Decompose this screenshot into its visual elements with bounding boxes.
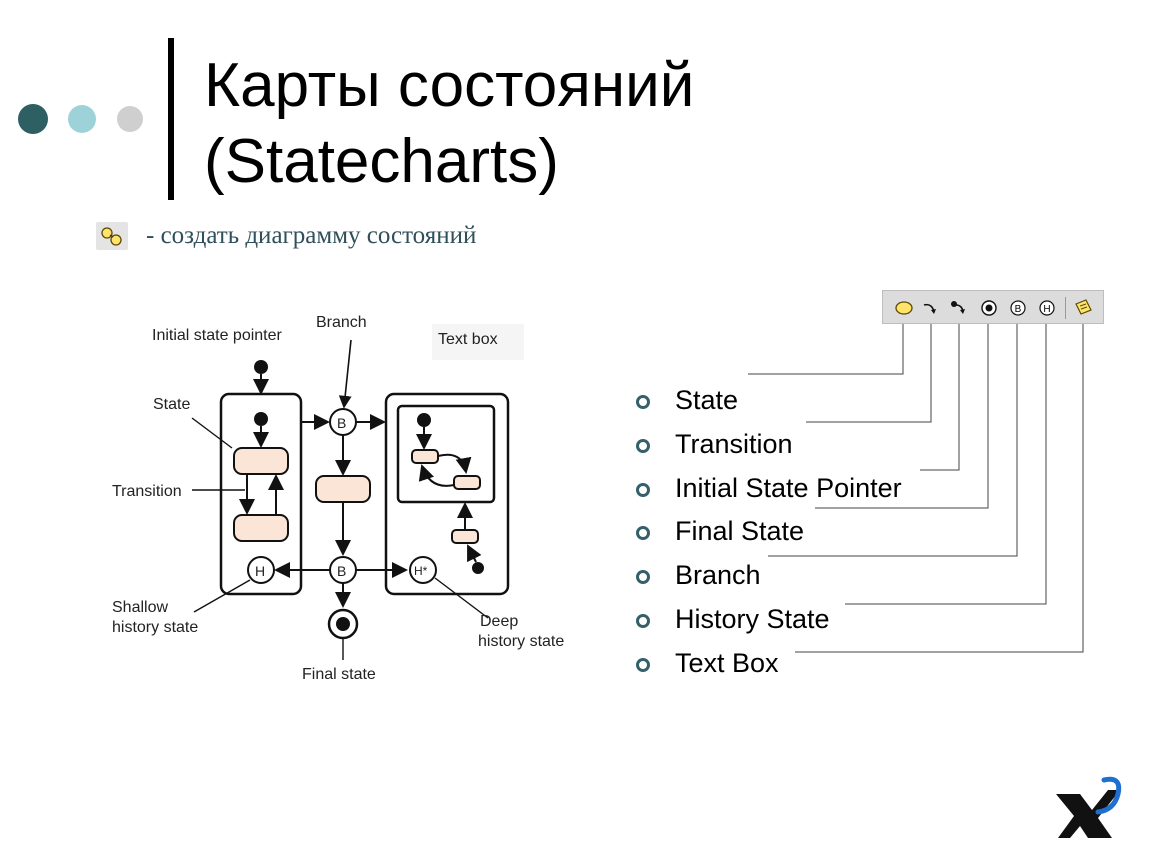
initial-state-pointer-icon[interactable] — [948, 295, 972, 319]
text-box-icon[interactable] — [1071, 295, 1095, 319]
page-title: Карты состояний (Statecharts) — [204, 48, 694, 200]
legend-label: Final State — [675, 516, 805, 546]
legend-label: Transition — [675, 429, 793, 459]
decor-dot-gray — [117, 106, 143, 132]
label-shallow-history-2: history state — [112, 619, 199, 636]
bullet-icon — [636, 483, 650, 497]
toolbar-separator — [1065, 297, 1066, 319]
bullet-icon — [636, 526, 650, 540]
decor-dot-dark — [18, 104, 48, 134]
transition-icon[interactable] — [920, 295, 944, 319]
legend-list: State Transition Initial State Pointer F… — [630, 380, 1150, 690]
bullet-icon — [636, 658, 650, 672]
decor-dot-teal — [68, 105, 96, 133]
branch-node-top-letter: B — [337, 415, 347, 431]
legend-label: History State — [675, 604, 830, 634]
create-statechart-icon — [96, 222, 128, 250]
label-initial-state-pointer: Initial state pointer — [152, 327, 282, 344]
history-icon-letter: H — [1043, 304, 1050, 315]
bullet-icon — [636, 395, 650, 409]
label-transition: Transition — [112, 483, 182, 500]
history-node-letter: H — [255, 563, 266, 579]
legend-label: Initial State Pointer — [675, 473, 902, 503]
subtitle: - создать диаграмму состояний — [146, 222, 477, 249]
label-deep-history-1: Deep — [480, 613, 519, 630]
history-state-icon[interactable]: H — [1035, 295, 1059, 319]
state-icon[interactable] — [892, 295, 916, 319]
legend-label: State — [675, 385, 739, 415]
branch-icon[interactable]: B — [1006, 295, 1030, 319]
legend-label: Text Box — [675, 648, 779, 678]
label-branch: Branch — [316, 314, 367, 331]
deep-history-node-letter: H* — [414, 564, 428, 578]
bullet-icon — [636, 570, 650, 584]
branch-node-bottom-letter: B — [337, 563, 347, 579]
final-state-icon[interactable] — [977, 295, 1001, 319]
legend-label: Branch — [675, 560, 761, 590]
statechart-toolbar: B H — [882, 290, 1104, 324]
label-deep-history-2: history state — [478, 633, 565, 650]
branch-icon-letter: B — [1015, 304, 1022, 315]
statechart-drawing — [191, 324, 524, 660]
title-line-2: (Statecharts) — [204, 127, 559, 196]
bullet-icon — [636, 439, 650, 453]
statechart-diagram: Initial state pointer Branch Text box St… — [100, 300, 600, 710]
label-final-state: Final state — [302, 666, 376, 683]
logo-icon — [1052, 776, 1126, 840]
title-divider — [168, 38, 174, 200]
bullet-icon — [636, 614, 650, 628]
label-text-box: Text box — [438, 331, 498, 348]
label-state: State — [153, 396, 191, 413]
title-line-1: Карты состояний — [204, 51, 695, 120]
label-shallow-history-1: Shallow — [112, 599, 169, 616]
